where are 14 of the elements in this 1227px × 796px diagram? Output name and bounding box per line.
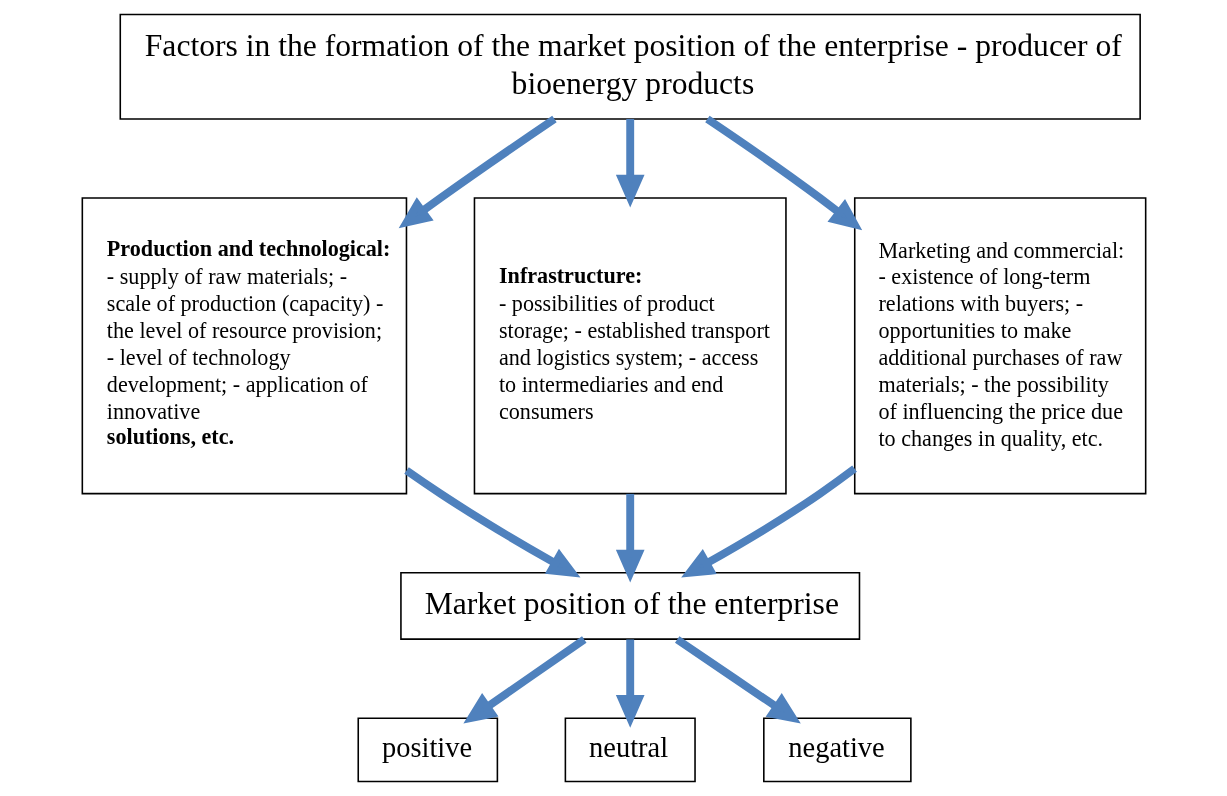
arrow (680, 465, 857, 578)
node-box: Production and technological: - supply of raw materials; - scale of production (capacity) - the level of resource provision; - level of technology development; - application of innovative solutions, etc. (81, 197, 407, 495)
node-box: neutral (564, 717, 696, 783)
arrow (674, 636, 801, 724)
node-box: negative (762, 717, 912, 783)
node-box: Market position of the enterprise (399, 571, 860, 640)
arrow (462, 636, 587, 724)
node-box: positive (356, 717, 498, 783)
arrow (704, 115, 862, 231)
node-box: Factors in the formation of the market position of the enterprise - producer of bioenergy products (118, 13, 1141, 120)
node-box: Infrastructure: - possibilities of product storage; - established transport and logistics system; - access to intermediaries and end consumers (473, 197, 787, 495)
node-box: Marketing and commercial: - existence of long-term relations with buyers; - opportunities to make additional purchases of raw materials; - the possibility of influencing the price due to changes in quality, etc. (853, 197, 1146, 495)
arrow (403, 467, 580, 578)
arrow (398, 115, 557, 229)
